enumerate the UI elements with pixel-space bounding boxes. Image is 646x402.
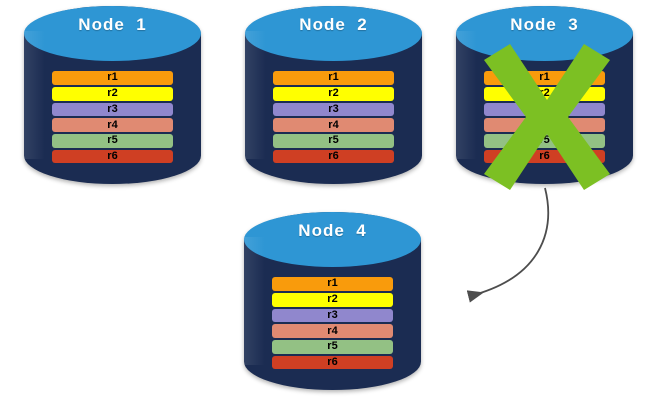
record-row[interactable]: r3 [52,102,173,117]
record-row[interactable]: r4 [484,118,605,132]
record-row[interactable]: r5 [52,133,173,148]
record-row[interactable]: r1 [273,71,394,85]
node-cylinder-2[interactable]: Node 2 r1 r2 r3 r4 r5 r6 [245,6,422,184]
record-row[interactable]: r1 [484,71,605,85]
record-row[interactable]: r2 [272,292,393,307]
record-row[interactable]: r6 [273,149,394,164]
record-list-1: r1 r2 r3 r4 r5 r6 [52,70,173,164]
cylinder-top-ellipse [244,212,421,268]
record-row[interactable]: r5 [273,133,394,148]
record-row[interactable]: r4 [52,118,173,132]
node-title-4: Node 4 [298,220,367,240]
cylinder-top-ellipse [245,6,422,62]
record-row[interactable]: r3 [273,102,394,117]
record-row[interactable]: r6 [52,149,173,164]
record-row[interactable]: r3 [272,308,393,323]
record-row[interactable]: r2 [52,86,173,101]
record-list-4: r1 r2 r3 r4 r5 r6 [272,276,393,370]
record-row[interactable]: r6 [484,149,605,164]
node-cylinder-1[interactable]: Node 1 r1 r2 r3 r4 r5 r6 [24,6,201,184]
record-list-2: r1 r2 r3 r4 r5 r6 [273,70,394,164]
record-row[interactable]: r6 [272,355,393,370]
record-row[interactable]: r5 [484,133,605,148]
record-row[interactable]: r4 [273,118,394,132]
replication-arrow-path [466,187,549,303]
record-row[interactable]: r3 [484,102,605,117]
node-cylinder-3[interactable]: Node 3 r1 r2 r3 r4 r5 r6 [456,6,633,184]
record-row[interactable]: r5 [272,339,393,354]
record-list-3: r1 r2 r3 r4 r5 r6 [484,70,605,164]
node-title-1: Node 1 [78,14,147,34]
node-cylinder-4[interactable]: Node 4 r1 r2 r3 r4 r5 r6 [244,212,421,390]
record-row[interactable]: r2 [484,86,605,101]
record-row[interactable]: r1 [52,71,173,85]
node-title-3: Node 3 [510,14,579,34]
record-row[interactable]: r1 [272,277,393,291]
record-row[interactable]: r2 [273,86,394,101]
node-title-2: Node 2 [299,14,368,34]
cylinder-top-ellipse [24,6,201,62]
record-row[interactable]: r4 [272,324,393,338]
